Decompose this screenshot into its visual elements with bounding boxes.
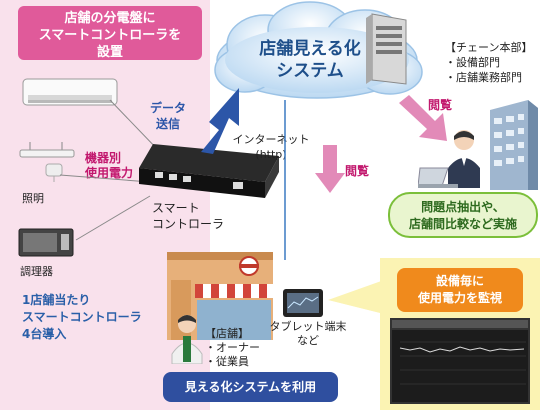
pointer-triangle: [328, 280, 384, 314]
internet-label: インターネット (http): [226, 132, 316, 162]
view-label-center: 閲覧: [345, 164, 370, 178]
data-send-label: データ 送信: [150, 100, 186, 132]
lighting-label: 照明: [22, 192, 44, 205]
controller-label-line1: スマート: [152, 201, 200, 215]
panel-title: 店舗の分電盤に スマートコントローラを 設置: [18, 6, 202, 60]
tablet-line2: など: [297, 334, 319, 347]
store-label: 【店舗】 ・オーナー ・従業員: [205, 327, 260, 369]
panel-title-line1: 店舗の分電盤に: [64, 11, 156, 26]
power-label-line2: 使用電力: [85, 166, 134, 180]
controller-label-line2: コントローラ: [152, 217, 225, 231]
usage-bar: 見える化システムを利用: [163, 372, 338, 402]
tablet-line1: タブレット端末: [269, 320, 347, 333]
store-staff-icon: [171, 315, 203, 364]
smart-controller-icon: [139, 144, 279, 198]
tablet-icon: [283, 289, 323, 317]
controller-label: スマート コントローラ: [152, 200, 224, 232]
cloud-title: 店舗見える化 システム: [240, 38, 380, 82]
power-monitor-screen: [390, 318, 530, 404]
panel-title-line3: 設置: [96, 45, 123, 60]
air-conditioner-icon: [22, 78, 118, 106]
controller-count-line1: 1店舗当たり: [22, 293, 91, 307]
view-arrow-center: [315, 145, 345, 193]
controller-count-line3: 4台導入: [22, 327, 67, 341]
internet-line2: (http): [255, 148, 287, 161]
analysis-line1: 問題点抽出や、: [421, 200, 505, 214]
cooker-icon: [18, 228, 74, 257]
data-send-line2: 送信: [156, 117, 181, 131]
power-label: 機器別 使用電力: [85, 151, 133, 181]
ceiling-light-icon: [19, 142, 75, 182]
cloud-title-line1: 店舗見える化: [259, 39, 361, 59]
view-arrow-right: [399, 95, 447, 141]
controller-count-line2: スマートコントローラ: [22, 310, 142, 324]
hq-worker-icon: [418, 130, 480, 188]
store-line2: ・オーナー: [205, 341, 260, 354]
data-send-arrow: [201, 88, 239, 154]
hq-line3: ・店舗業務部門: [445, 71, 522, 84]
store-line1: 【店舗】: [205, 327, 249, 340]
store-equipment-panel: [0, 0, 210, 410]
cooker-label: 調理器: [20, 265, 53, 278]
store-line3: ・従業員: [205, 355, 249, 368]
data-send-line1: データ: [150, 101, 187, 115]
hq-building-icon: [490, 100, 538, 190]
view-label-right: 閲覧: [428, 98, 453, 112]
cloud-title-line2: システム: [276, 61, 344, 81]
hq-line2: ・設備部門: [445, 56, 500, 69]
analysis-bubble: 問題点抽出や、 店舗間比較など実施: [388, 192, 538, 238]
power-label-line1: 機器別: [85, 151, 122, 165]
hq-label: 【チェーン本部】 ・設備部門 ・店舗業務部門: [445, 40, 532, 85]
internet-line1: インターネット: [232, 133, 310, 146]
monitor-tag: 設備毎に 使用電力を監視: [397, 268, 523, 312]
server-icon: [366, 13, 407, 85]
panel-title-line2: スマートコントローラを: [38, 28, 182, 43]
analysis-line2: 店舗間比較など実施: [408, 217, 517, 231]
monitor-tag-line1: 設備毎に: [435, 274, 484, 288]
monitor-tag-line2: 使用電力を監視: [417, 291, 502, 305]
tablet-label: タブレット端末 など: [268, 320, 348, 348]
controller-count-note: 1店舗当たり スマートコントローラ 4台導入: [22, 292, 142, 343]
hq-line1: 【チェーン本部】: [445, 41, 533, 54]
